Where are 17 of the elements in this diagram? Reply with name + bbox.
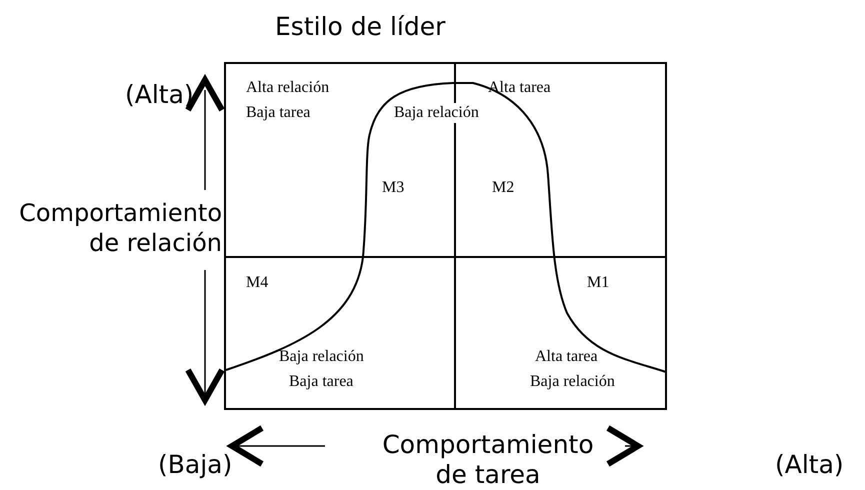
axis-end-label: (Baja) [158,450,232,480]
style-label: M4 [246,273,268,293]
quadrant-label: Baja relación [394,103,479,123]
quadrant-label: Baja tarea [289,372,354,392]
style-label: M1 [587,273,610,293]
style-label: M2 [492,178,514,198]
axis-end-label: (Alta) [775,450,844,480]
quadrant-label: Baja tarea [246,103,310,123]
diagram-title: Estilo de líder [275,12,446,42]
style-label: M3 [382,178,404,198]
quadrant-label: Baja relación [279,347,364,367]
quadrant-label: Alta tarea [488,78,551,98]
quadrant-label: Alta tarea [535,347,598,367]
axis-end-label: (Alta) [125,80,194,110]
quadrant-label: Baja relación [530,372,615,392]
axis-title: Comportamiento de tarea [381,430,595,490]
quadrant-label: Alta relación [246,78,330,98]
